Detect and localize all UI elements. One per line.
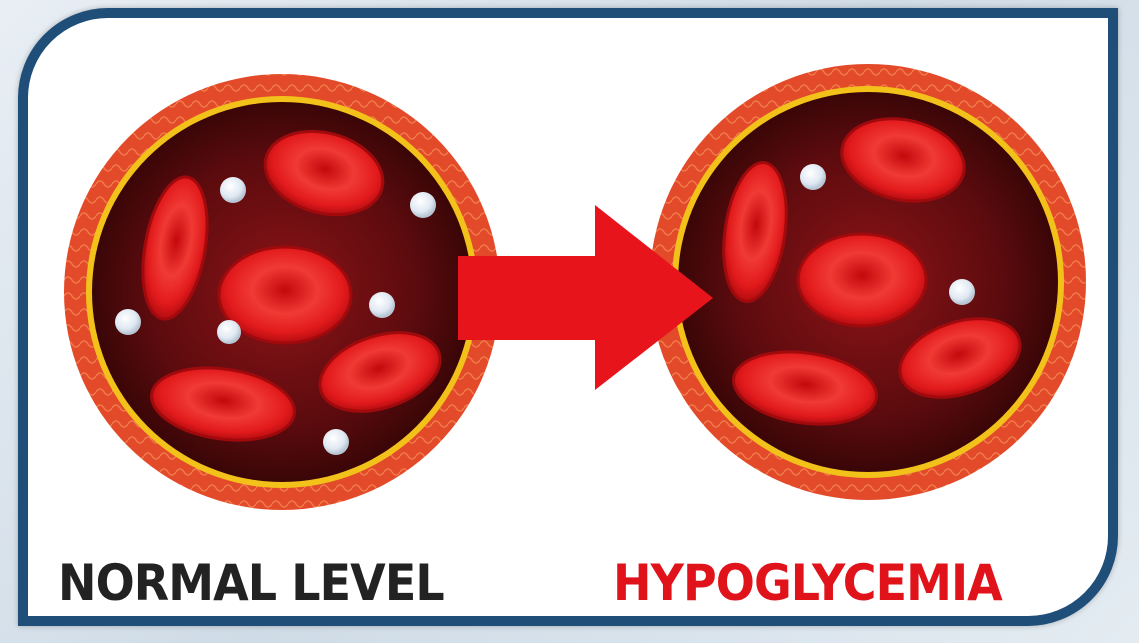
hypoglycemia-vessel [650, 64, 1086, 500]
glucose-dot [369, 292, 395, 318]
glucose-dot [949, 279, 975, 305]
normal-vessel [64, 74, 500, 510]
glucose-dot [323, 429, 349, 455]
glucose-dot [800, 164, 826, 190]
glucose-dot [217, 320, 241, 344]
hypoglycemia-label: HYPOGLYCEMIA [613, 558, 1002, 608]
normal-level-label: NORMAL LEVEL [58, 558, 444, 608]
red-blood-cell [798, 234, 926, 326]
glucose-dot [410, 192, 436, 218]
glucose-dot [115, 309, 141, 335]
glucose-dot [220, 177, 246, 203]
